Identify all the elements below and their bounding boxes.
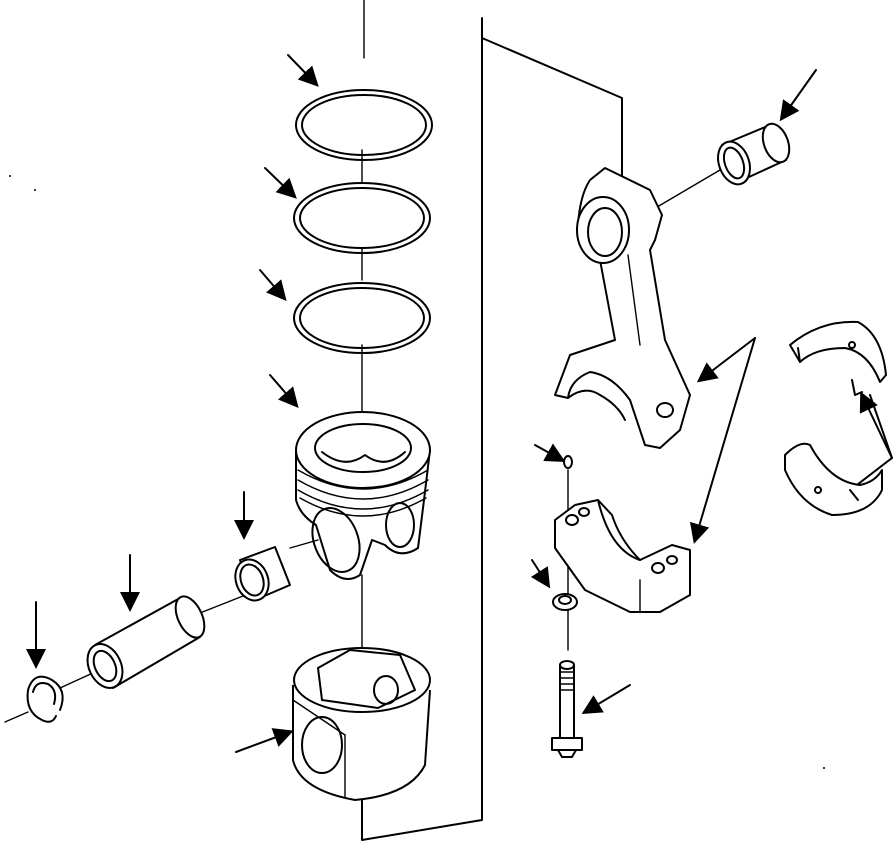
bolt-icon bbox=[551, 660, 583, 758]
arrow-small-end-bushing bbox=[779, 69, 817, 122]
bushing-icon bbox=[234, 546, 291, 602]
arrow-washer bbox=[530, 559, 551, 589]
arrow-oil-ring bbox=[259, 269, 287, 302]
piston-ring-icon bbox=[295, 89, 433, 161]
arrow-rod-cap bbox=[689, 337, 756, 544]
arrow-second-ring bbox=[264, 167, 297, 199]
arrow-top-ring bbox=[287, 54, 319, 87]
piston-ring-icon bbox=[293, 282, 431, 354]
piston-skirt-icon bbox=[292, 647, 431, 801]
assembly-lines bbox=[4, 0, 721, 841]
arrow-bearing-upper bbox=[859, 391, 893, 459]
piston-pin-icon bbox=[86, 595, 206, 689]
washer-icon bbox=[552, 593, 578, 611]
arrow-dowel bbox=[534, 443, 566, 462]
bushing-icon bbox=[717, 122, 791, 186]
arrow-piston bbox=[269, 374, 299, 409]
snap-ring-icon bbox=[26, 675, 64, 723]
piston-crown-icon bbox=[295, 411, 431, 580]
rod-cap-icon bbox=[554, 499, 691, 613]
bearing-shell-icon bbox=[784, 442, 883, 516]
arrow-piston-skirt bbox=[235, 728, 294, 753]
leader-arrows bbox=[26, 54, 893, 753]
arrow-connecting-rod bbox=[696, 337, 756, 383]
dowel-icon bbox=[563, 455, 573, 469]
connecting-rod-icon bbox=[554, 167, 691, 449]
arrow-rod-bolt bbox=[581, 684, 631, 715]
bearing-shell-icon bbox=[789, 320, 887, 396]
piston-ring-icon bbox=[293, 182, 431, 254]
scan-specks bbox=[9, 175, 825, 769]
